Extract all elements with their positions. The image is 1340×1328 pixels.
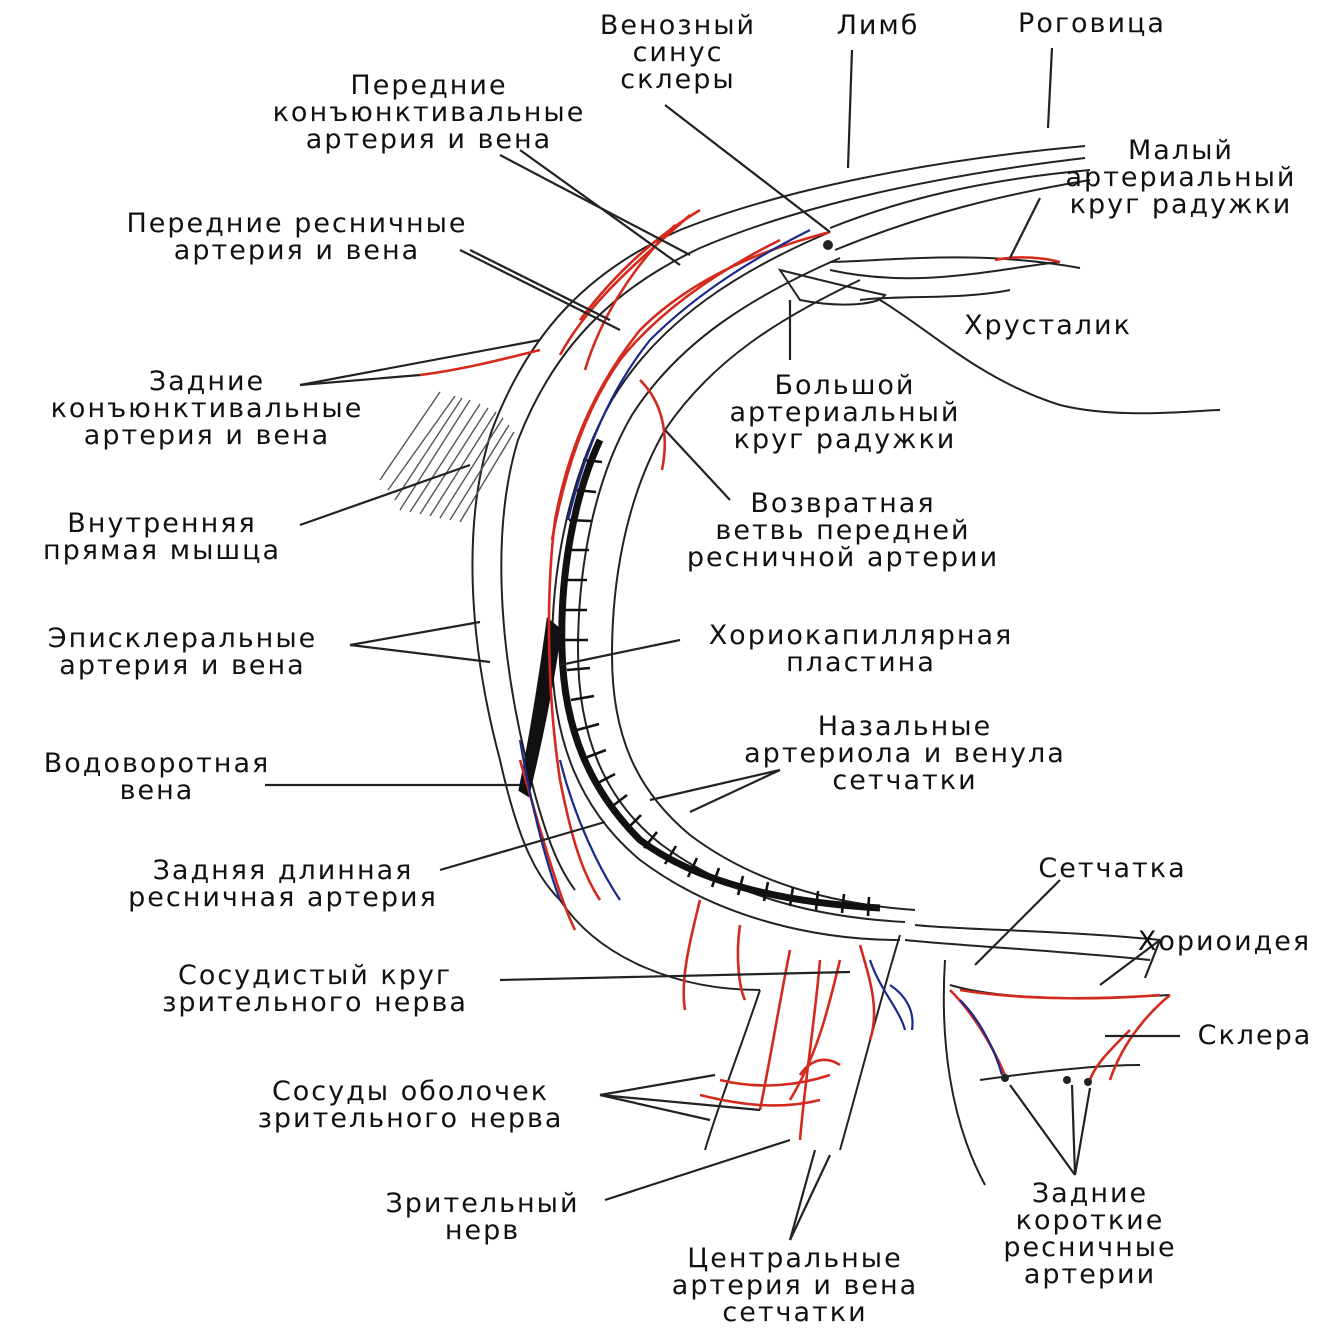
label-long-posterior-ciliary: Задняя длинная ресничная артерия [88,857,478,911]
label-line: вена [12,777,302,804]
label-line: артериальный [695,399,995,426]
label-vortex-vein: Водоворотная вена [12,750,302,804]
label-line: Венозный [578,12,778,39]
label-line: Сосудистый круг [120,962,510,989]
label-limbus: Лимб [818,12,938,39]
label-line: артерия и вена [12,422,402,449]
label-line: Лимб [818,12,938,39]
label-line: Сосуды оболочек [218,1078,603,1105]
label-line: Эписклеральные [10,625,355,652]
label-line: Внутренняя [12,510,312,537]
label-sclera: Склера [1180,1022,1330,1049]
label-recurrent-branch: Возвратная ветвь передней ресничной арте… [648,490,1038,571]
label-major-arterial-circle: Большой артериальный круг радужки [695,372,995,453]
label-optic-nerve-circle: Сосудистый круг зрительного нерва [120,962,510,1016]
label-line: Хориоидея [1112,928,1337,955]
label-line: Передние ресничные [82,210,512,237]
label-optic-sheath-vessels: Сосуды оболочек зрительного нерва [218,1078,603,1132]
label-optic-nerve: Зрительный нерв [355,1190,610,1244]
label-lens: Хрусталик [938,312,1158,339]
label-line: Передние [234,72,624,99]
label-line: Сетчатка [1015,855,1210,882]
label-line: Зрительный [355,1190,610,1217]
label-choriocapillaris: Хориокапиллярная пластина [676,622,1046,676]
label-line: синус [578,39,778,66]
label-line: Большой [695,372,995,399]
label-line: Роговица [992,10,1192,37]
label-line: артерия и вена [640,1272,950,1299]
label-line: Малый [1036,137,1326,164]
label-line: ресничная артерия [88,884,478,911]
label-line: Задние [12,368,402,395]
label-line: Водоворотная [12,750,302,777]
label-line: конъюнктивальные [12,395,402,422]
label-anterior-ciliary: Передние ресничные артерия и вена [82,210,512,264]
label-short-posterior-ciliary: Задние короткие ресничные артерии [975,1180,1205,1288]
label-line: Центральные [640,1245,950,1272]
label-line: артериола и венула [700,740,1110,767]
label-line: артерия и вена [234,126,624,153]
label-line: ветвь передней [648,517,1038,544]
label-episcleral: Эписклеральные артерия и вена [10,625,355,679]
label-line: Возвратная [648,490,1038,517]
label-minor-arterial-circle: Малый артериальный круг радужки [1036,137,1326,218]
label-line: Задняя длинная [88,857,478,884]
label-choroid: Хориоидея [1112,928,1337,955]
label-line: зрительного нерва [218,1105,603,1132]
label-line: Задние [975,1180,1205,1207]
label-line: ресничные [975,1234,1205,1261]
label-line: короткие [975,1207,1205,1234]
label-nasal-retinal: Назальные артериола и венула сетчатки [700,713,1110,794]
label-line: круг радужки [695,426,995,453]
label-line: сетчатки [700,767,1110,794]
label-line: конъюнктивальные [234,99,624,126]
label-line: артерия и вена [10,652,355,679]
label-line: Хрусталик [938,312,1158,339]
label-line: Склера [1180,1022,1330,1049]
label-line: нерв [355,1217,610,1244]
label-cornea: Роговица [992,10,1192,37]
label-line: ресничной артерии [648,544,1038,571]
label-line: зрительного нерва [120,989,510,1016]
label-line: артериальный [1036,164,1326,191]
label-central-retinal: Центральные артерия и вена сетчатки [640,1245,950,1326]
label-line: Хориокапиллярная [676,622,1046,649]
label-posterior-conjunctival: Задние конъюнктивальные артерия и вена [12,368,402,449]
label-medial-rectus: Внутренняя прямая мышца [12,510,312,564]
label-line: прямая мышца [12,537,312,564]
label-line: Назальные [700,713,1110,740]
label-line: артерии [975,1261,1205,1288]
label-line: пластина [676,649,1046,676]
label-line: сетчатки [640,1299,950,1326]
label-line: артерия и вена [82,237,512,264]
label-line: круг радужки [1036,191,1326,218]
label-retina: Сетчатка [1015,855,1210,882]
label-anterior-conjunctival: Передние конъюнктивальные артерия и вена [234,72,624,153]
